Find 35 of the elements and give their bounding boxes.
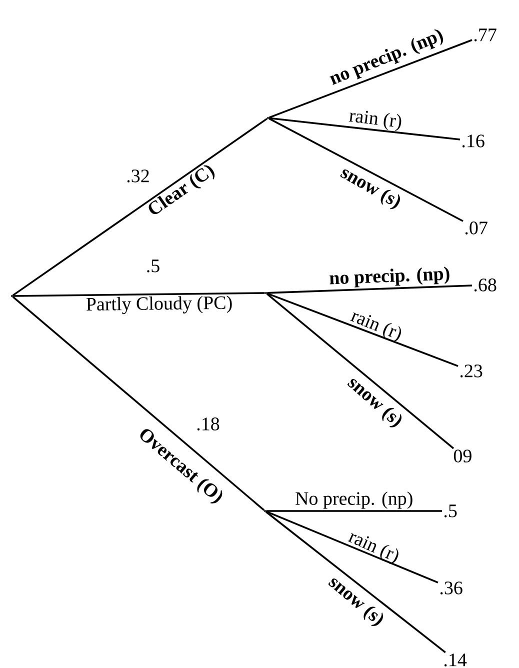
tree-branch [266,510,438,584]
edge-label: rain (r) [350,312,402,342]
tree-branch [267,284,472,294]
tree-branch [12,296,265,511]
probability-value: .68 [474,278,496,292]
edge-label: snow (s) [340,169,400,210]
edge-label: Partly Cloudy (PC) [86,296,232,314]
probability-value: .36 [440,582,462,594]
tree-branch [266,293,454,450]
tree-branch [269,117,460,140]
edge-label: no precip. (np) [330,29,444,85]
probability-label: .5 [147,260,160,272]
edge-label: No precip. (np) [296,492,412,509]
edge-label: snow (s) [347,378,402,428]
probability-value: 09 [454,450,472,462]
edge-label: no precip. (np) [330,266,450,288]
tree-branch [268,118,464,222]
probability-value: .23 [460,364,482,378]
probability-value: .5 [444,504,457,518]
edge-label: snow (s) [328,578,384,626]
probability-value: .77 [474,28,496,42]
probability-value: .14 [444,654,467,666]
edge-label: rain (r) [348,533,398,564]
probability-label: .32 [127,170,149,182]
tree-branch [266,510,442,512]
probability-value: .07 [465,222,488,234]
probability-value: .16 [462,134,484,148]
edge-label: Clear (C) [148,165,215,214]
tree-branch [12,118,268,296]
edge-label: rain (r) [348,110,402,132]
tree-branch [265,511,446,654]
tree-branch [266,292,458,367]
probability-label: .18 [197,418,220,430]
tree-branch [13,292,265,297]
tree-branch [268,39,472,118]
